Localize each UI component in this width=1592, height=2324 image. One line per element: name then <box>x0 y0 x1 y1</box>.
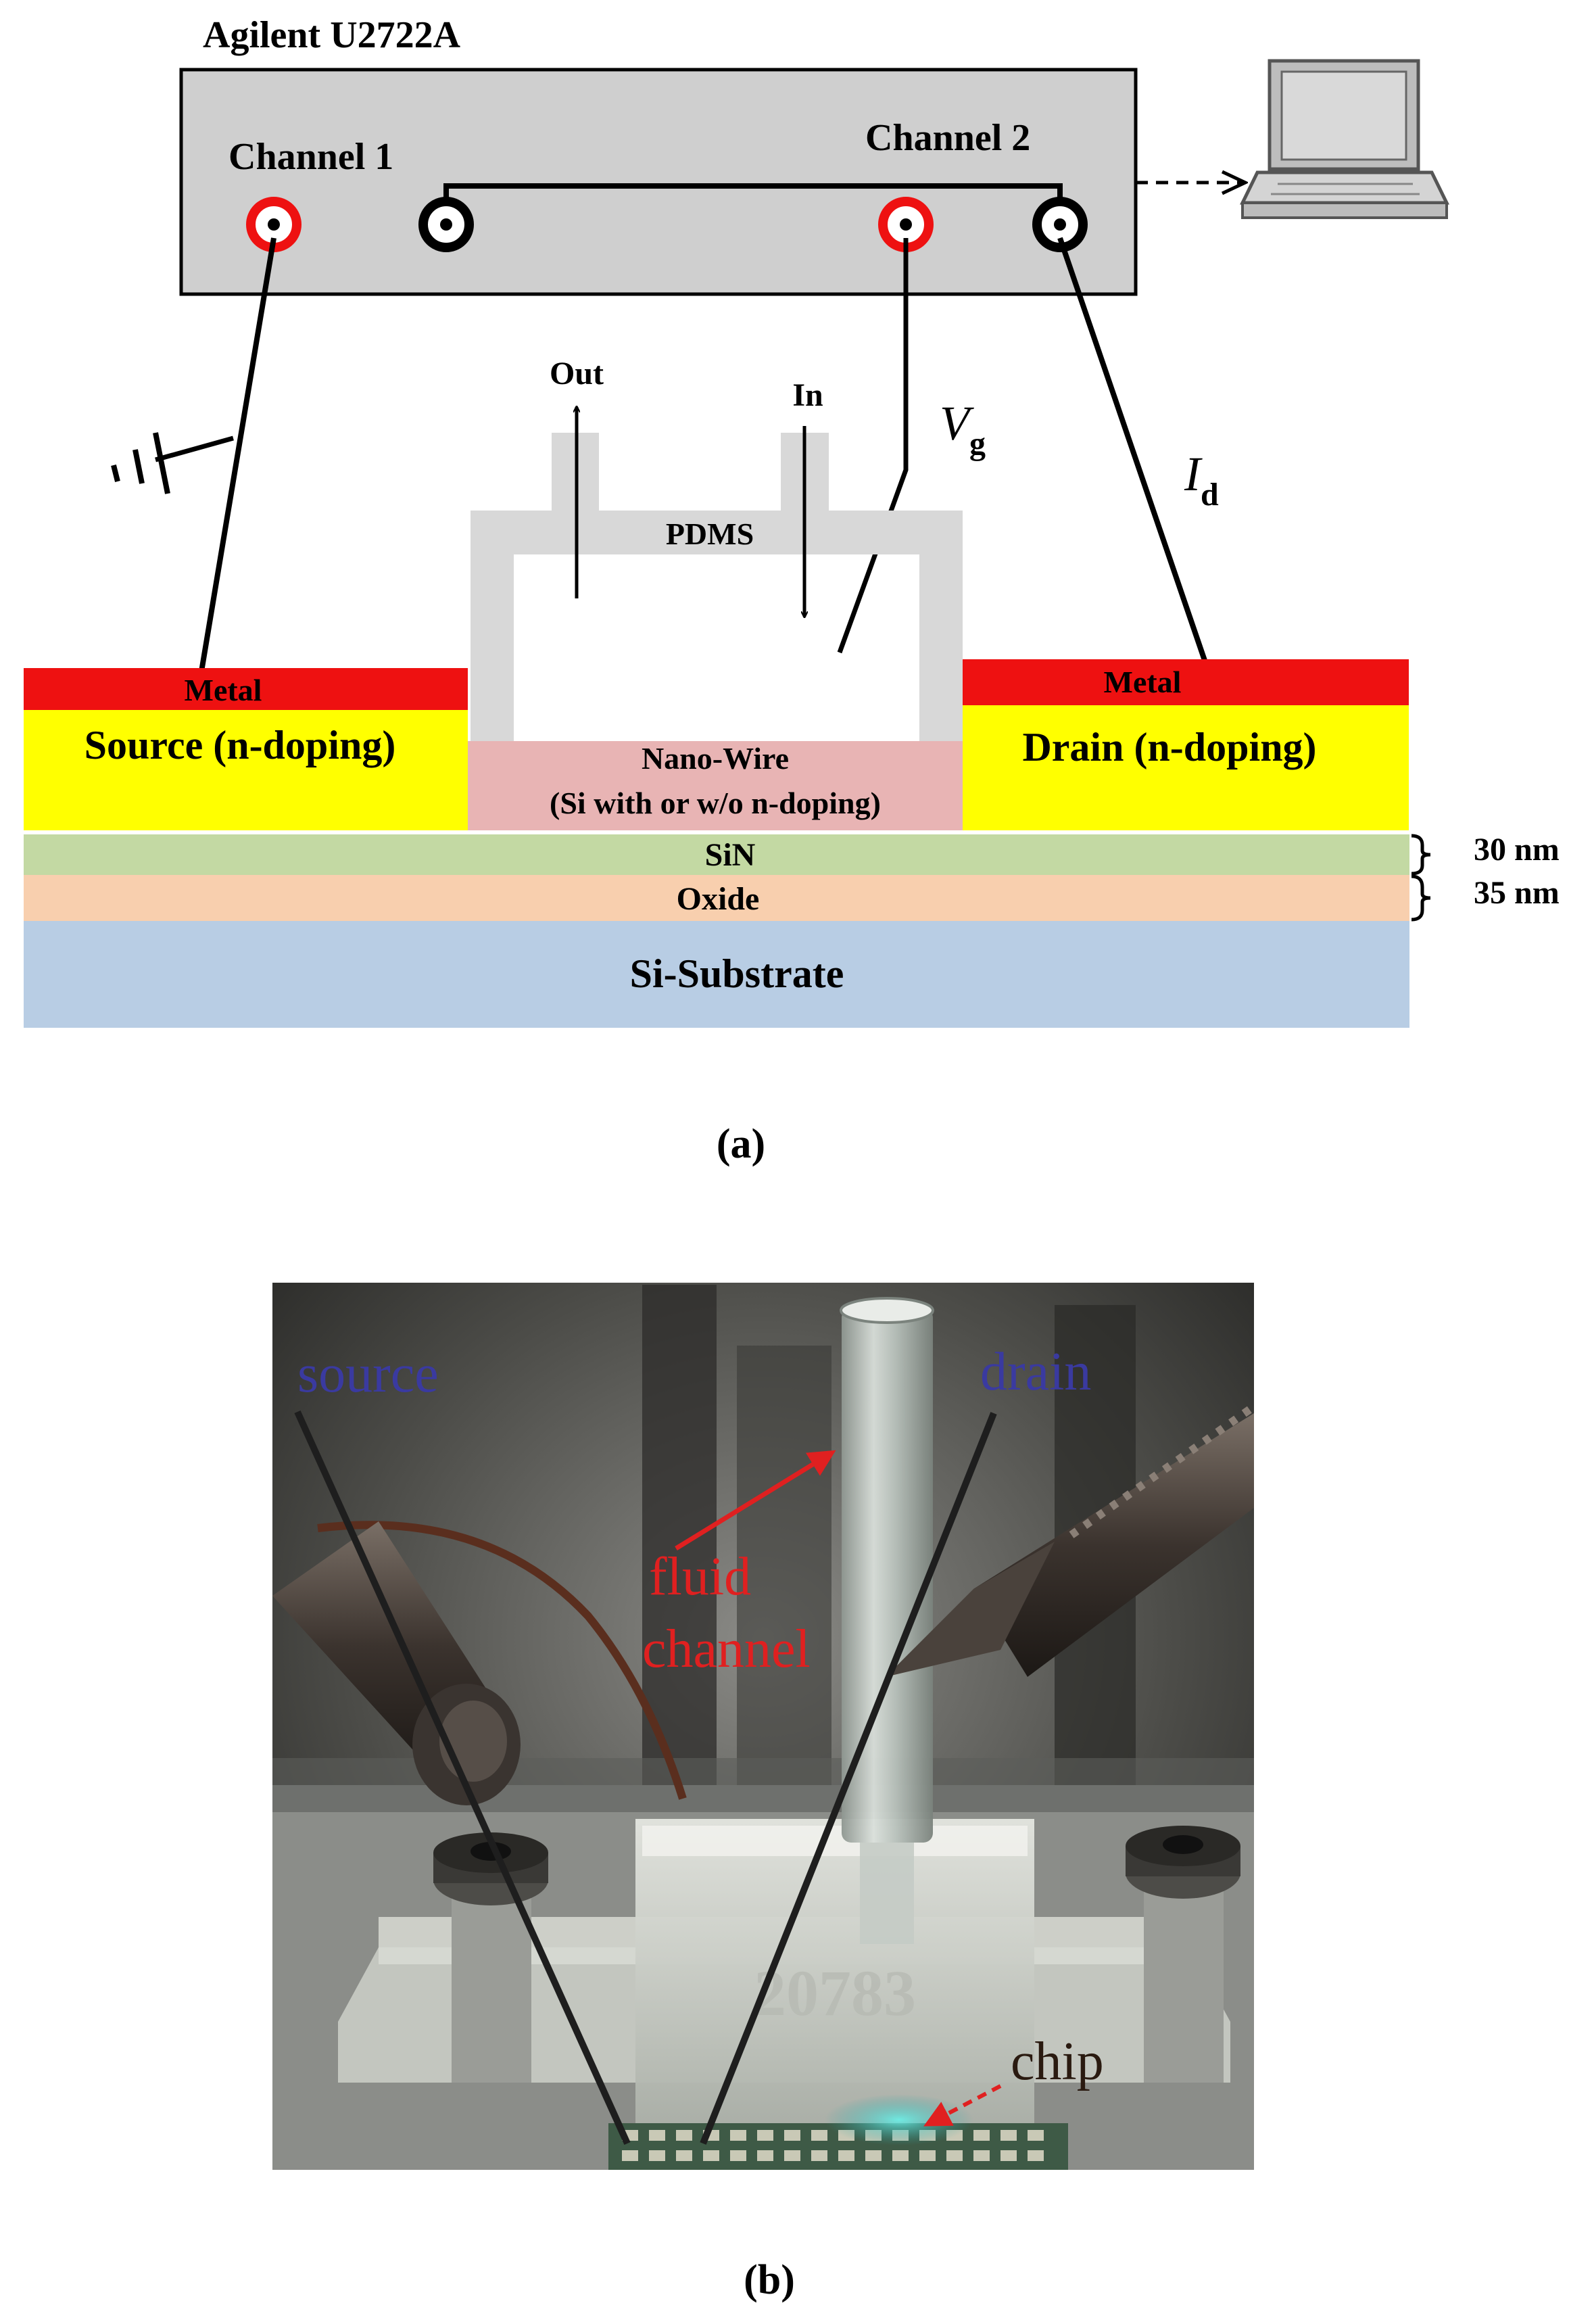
terminal-ch2-black <box>1032 197 1088 252</box>
terminal-ch1-black <box>418 197 474 252</box>
channel-1-label: Channel 1 <box>228 136 393 178</box>
fluid-tube-opening <box>840 1297 934 1324</box>
source-label: Source (n-doping) <box>85 723 396 767</box>
fluid-channel-label-line1: fluid <box>649 1547 751 1607</box>
nanowire-label-line1: Nano-Wire <box>642 741 789 776</box>
substrate-label: Si-Substrate <box>630 951 844 996</box>
probe-left <box>272 1521 521 1805</box>
caption-b: (b) <box>744 2257 795 2303</box>
probe-right <box>886 1403 1254 1677</box>
caption-a: (a) <box>717 1121 765 1167</box>
in-label: In <box>792 377 823 413</box>
wire-gate <box>837 238 909 654</box>
pdms-channel <box>471 433 963 741</box>
pdms-embossed-text: 20783 <box>754 1957 916 2029</box>
chip-arrow <box>923 2084 1002 2127</box>
fluid-channel-arrow <box>675 1450 836 1550</box>
instrument-title: Agilent U2722A <box>203 14 461 56</box>
screw-left <box>433 1832 548 2083</box>
sin-thickness-brace <box>1411 834 1431 876</box>
metal-left-label: Metal <box>185 673 262 707</box>
nanowire-region <box>468 741 963 830</box>
oxide-layer <box>24 875 1409 921</box>
fluid-tube <box>842 1308 933 1843</box>
panel-a: Agilent U2722A Channel 1 Channel 2 <box>24 14 1560 1167</box>
sin-thickness-label: 30 nm <box>1474 832 1560 868</box>
nanowire-label-line2: (Si with or w/o n-doping) <box>550 786 881 820</box>
oxide-label: Oxide <box>677 881 760 917</box>
panel-b-photo: 20783 <box>272 1283 1254 2303</box>
metal-left <box>24 668 468 710</box>
ground-icon <box>111 432 234 494</box>
metal-right <box>963 659 1409 705</box>
id-label: Id <box>1184 447 1219 513</box>
substrate-layer <box>24 921 1409 1028</box>
sin-label: SiN <box>705 837 756 873</box>
brown-cable <box>317 1521 687 1800</box>
sin-layer <box>24 834 1409 875</box>
wire-ch1-to-source <box>197 237 276 680</box>
screw-right <box>1126 1826 1240 2083</box>
oxide-thickness-label: 35 nm <box>1474 875 1560 911</box>
pdms-block <box>635 1819 1034 2143</box>
fluid-channel-label-line2: channel <box>642 1619 811 1679</box>
wire-ch2-to-drain <box>1057 237 1213 678</box>
pdms-block-top-face <box>642 1826 1028 1856</box>
background-post-left <box>642 1285 717 1839</box>
laptop-icon <box>1239 59 1450 219</box>
source-region <box>24 710 468 830</box>
pdms-label: PDMS <box>666 517 754 551</box>
channel-2-label: Channel 2 <box>865 117 1030 159</box>
chip-photo-label: chip <box>1011 2032 1104 2091</box>
drain-photo-label: drain <box>980 1342 1091 1402</box>
instrument-box <box>179 68 1138 296</box>
fluid-tube-lower <box>860 1843 914 1944</box>
source-photo-label: source <box>297 1344 439 1404</box>
drain-label: Drain (n-doping) <box>1022 725 1316 769</box>
probe-needle-drain <box>700 1412 997 2145</box>
vg-label: Vg <box>940 396 986 462</box>
fluid-glow <box>825 2094 973 2145</box>
oxide-thickness-brace <box>1411 874 1431 922</box>
drain-region <box>963 705 1409 830</box>
metal-right-label: Metal <box>1104 665 1182 699</box>
probe-needle-source <box>294 1410 631 2145</box>
out-label: Out <box>550 356 604 392</box>
